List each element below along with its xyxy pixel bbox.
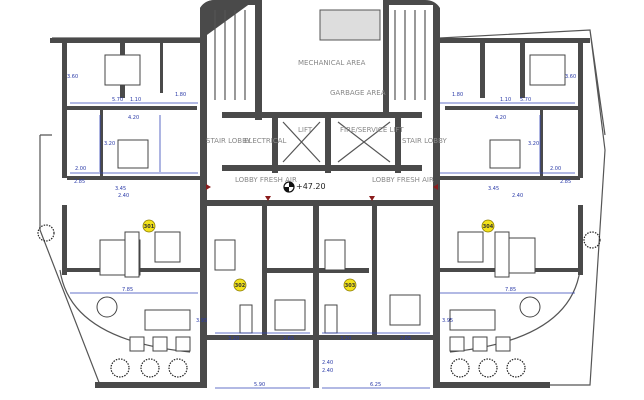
dim-right-8: 3.45 <box>488 186 499 192</box>
svg-text:302: 302 <box>235 283 246 289</box>
dim-right-9: 2.40 <box>512 193 523 199</box>
unit-badge-302: 302 <box>233 278 247 292</box>
svg-text:304: 304 <box>483 224 494 230</box>
furniture <box>96 54 566 352</box>
label-mechanical-area: MECHANICAL AREA <box>298 59 366 67</box>
dim-left-3: 1.80 <box>175 92 186 98</box>
dim-right-10: 3.95 <box>442 318 453 324</box>
dim-left-6: 2.00 <box>75 166 86 172</box>
dim-left-5: 3.20 <box>104 141 115 147</box>
trees <box>37 224 601 378</box>
label-lobby-fresh-air-left: LOBBY FRESH AIR <box>235 176 297 184</box>
dim-right-3: 1.80 <box>452 92 463 98</box>
unit-badge-304: 304 <box>481 219 495 233</box>
dim-right-12: 3.20 <box>340 336 351 342</box>
dim-right-7: 2.85 <box>560 179 571 185</box>
dim-right-6: 2.00 <box>550 166 561 172</box>
label-lobby-fresh-air-right: LOBBY FRESH AIR <box>372 176 434 184</box>
dim-left-11: 7.85 <box>122 287 133 293</box>
dim-left-13: 2.65 <box>283 336 294 342</box>
label-stair-lobby-right: STAIR LOBBY <box>402 137 447 145</box>
unit-badge-303: 303 <box>343 278 357 292</box>
dim-left-2: 1.10 <box>130 97 141 103</box>
dim-left-14: 5.90 <box>254 382 265 388</box>
dim-right-4: 4.20 <box>495 115 506 121</box>
dim-right-1: 5.70 <box>520 97 531 103</box>
label-fire-service-lift: FIRE/SERVICE LIFT <box>340 126 404 134</box>
dim-left-10: 3.95 <box>196 318 207 324</box>
dimension-lines <box>70 102 575 389</box>
dim-right-13: 2.65 <box>400 336 411 342</box>
label-stair-lobby-left: STAIR LOBBY <box>206 137 251 145</box>
dim-left-8: 3.45 <box>115 186 126 192</box>
core-walls <box>200 0 440 388</box>
dim-right-5: 3.20 <box>528 141 539 147</box>
label-lift: LIFT <box>298 126 313 134</box>
dim-right-2: 1.10 <box>500 97 511 103</box>
left-unit-walls <box>50 38 207 388</box>
dim-left-0: 3.60 <box>67 74 78 80</box>
label-electrical: ELECTRICAL <box>244 137 287 145</box>
dim-right-14: 6.25 <box>370 382 381 388</box>
svg-text:303: 303 <box>345 283 356 289</box>
dim-right-15: 2.40 <box>322 368 333 374</box>
dim-left-9: 2.40 <box>118 193 129 199</box>
dim-right-11: 7.85 <box>505 287 516 293</box>
dim-left-15: 2.40 <box>322 360 333 366</box>
dim-right-0: 3.60 <box>565 74 576 80</box>
dim-left-7: 2.85 <box>74 179 85 185</box>
dim-left-4: 4.20 <box>128 115 139 121</box>
level-label: +47.20 <box>296 182 326 191</box>
unit-badge-301: 301 <box>142 219 156 233</box>
dim-left-1: 5.70 <box>112 97 123 103</box>
dim-left-12: 3.20 <box>228 336 239 342</box>
svg-text:301: 301 <box>144 224 155 230</box>
level-marker-icon <box>283 181 295 193</box>
right-unit-walls <box>440 38 590 388</box>
label-garbage-area: GARBAGE AREA <box>330 89 386 97</box>
